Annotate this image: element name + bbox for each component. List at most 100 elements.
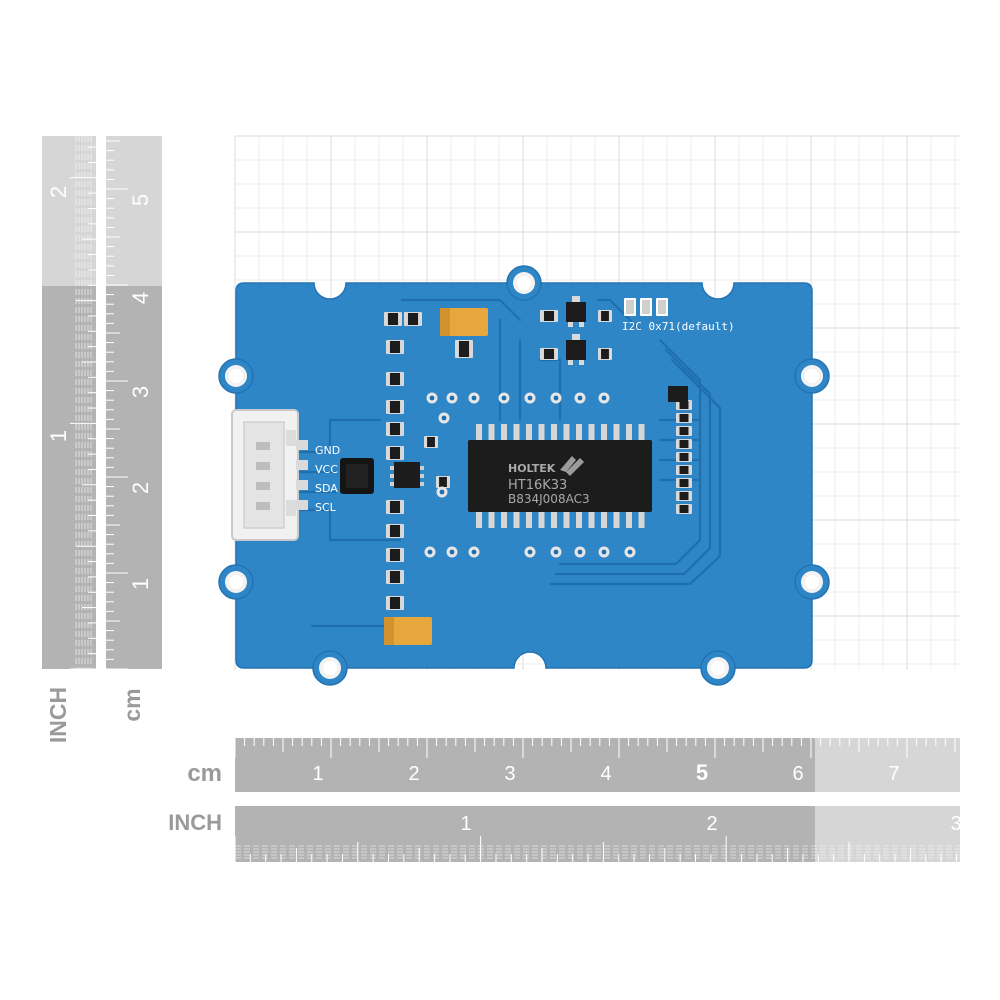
bottom-cm-number-5: 5 [696,760,708,785]
smd-resistor [386,422,404,436]
grove-connector-icon [231,409,308,541]
chip-pin [588,424,595,440]
smd-resistor [676,465,692,475]
chip-pin [526,512,532,528]
smd-resistor [676,400,692,410]
smd-capacitor [455,340,473,358]
bottom-cm-number-7: 7 [888,763,899,785]
chip-pin [576,424,582,440]
transistor [566,334,586,365]
via-hole [577,549,583,555]
mounting-hole-center [229,575,243,589]
smd-resistor [676,439,692,449]
chip-pin [601,512,607,528]
via-hole [449,549,455,555]
smd-resistor [386,400,404,414]
smd-resistor [404,312,422,326]
pcb-trace [596,298,642,332]
left-inch-number-1: 1 [46,430,71,442]
bottom-cm-number-3: 3 [504,763,515,785]
via-hole [601,395,607,401]
bottom-inch-number-1: 1 [460,813,471,835]
smd-resistor [386,372,404,386]
mounting-hole-center [805,369,819,383]
voltage-regulator-chip [340,458,374,494]
chip-pin [476,512,482,528]
pin-label-gnd: GND [315,444,340,457]
chip-lot: B834J008AC3 [508,492,590,506]
smd-resistor [424,436,438,448]
via-hole [449,395,455,401]
bottom-cm-number-2: 2 [408,763,419,785]
via-hole [427,549,433,555]
chip-pin [563,512,570,528]
chip-pin [551,512,557,528]
mounting-hole-center [711,661,725,675]
bottom-cm-number-1: 1 [312,763,323,785]
holtek-logo-icon [560,456,584,476]
pcb-trace [548,358,722,586]
chip-pin [476,424,482,440]
chip-pin [488,424,495,440]
bottom-cm-number-6: 6 [792,763,803,785]
address-jumper-pad [624,298,636,316]
left-cm-number-5: 5 [128,194,153,206]
via-hole [501,395,507,401]
via-hole [439,489,445,495]
chip-pin [626,512,632,528]
chip-pin [538,424,545,440]
left-cm-ruler: 5 4 3 2 1 cm [106,136,162,722]
mounting-hole-center [517,276,531,290]
pcb-trace [298,418,382,454]
left-inch-number-2: 2 [46,186,71,198]
via-hole [553,395,559,401]
pcb-trace [400,298,522,322]
via-hole [527,395,533,401]
pin-label-scl: SCL [315,501,337,514]
tantalum-capacitor [440,308,488,336]
level-shifter-chip [390,462,424,488]
chip-pin [638,424,645,440]
pcb-trace [558,338,702,566]
chip-pin [626,424,632,440]
via-hole [471,549,477,555]
pin-label-vcc: VCC [315,463,338,476]
sensor-chip [668,386,688,402]
chip-pin [601,424,607,440]
chip-brand: HOLTEK [508,462,556,475]
smd-resistor [386,570,404,584]
chip-pin [501,512,507,528]
smd-resistor [676,504,692,514]
smd-resistor [384,312,402,326]
smd-resistor [598,348,612,360]
chip-pin [501,424,507,440]
address-jumper-pad [656,298,668,316]
smd-resistor [676,491,692,501]
bottom-cm-ruler: cm 1 2 3 4 5 6 7 [187,738,960,792]
pcb-board: GND VCC SDA SCL I2C 0x71(default) HOLTEK… [218,265,830,686]
smd-resistor [598,310,612,322]
left-inch-unit: INCH [45,687,71,743]
bottom-inch-number-3: 3 [950,813,961,835]
smd-resistor [676,413,692,423]
chip-pin [613,424,620,440]
ht16k33-chip: HOLTEK HT16K33 B834J008AC3 [468,424,652,528]
address-jumper-pad [640,298,652,316]
smd-resistor [540,348,558,360]
smd-resistor [386,340,404,354]
tantalum-capacitor [384,617,432,645]
chip-pin [613,512,620,528]
via-hole [441,415,447,421]
chip-pin [513,424,520,440]
via-hole [577,395,583,401]
pcb-trace [554,348,712,576]
mounting-hole-center [229,369,243,383]
i2c-address-label: I2C 0x71(default) [622,320,735,333]
smd-resistor [386,548,404,562]
smd-resistor [386,524,404,538]
bottom-inch-unit: INCH [168,810,222,835]
bottom-inch-number-2: 2 [706,813,717,835]
transistor [566,296,586,327]
via-hole [601,549,607,555]
